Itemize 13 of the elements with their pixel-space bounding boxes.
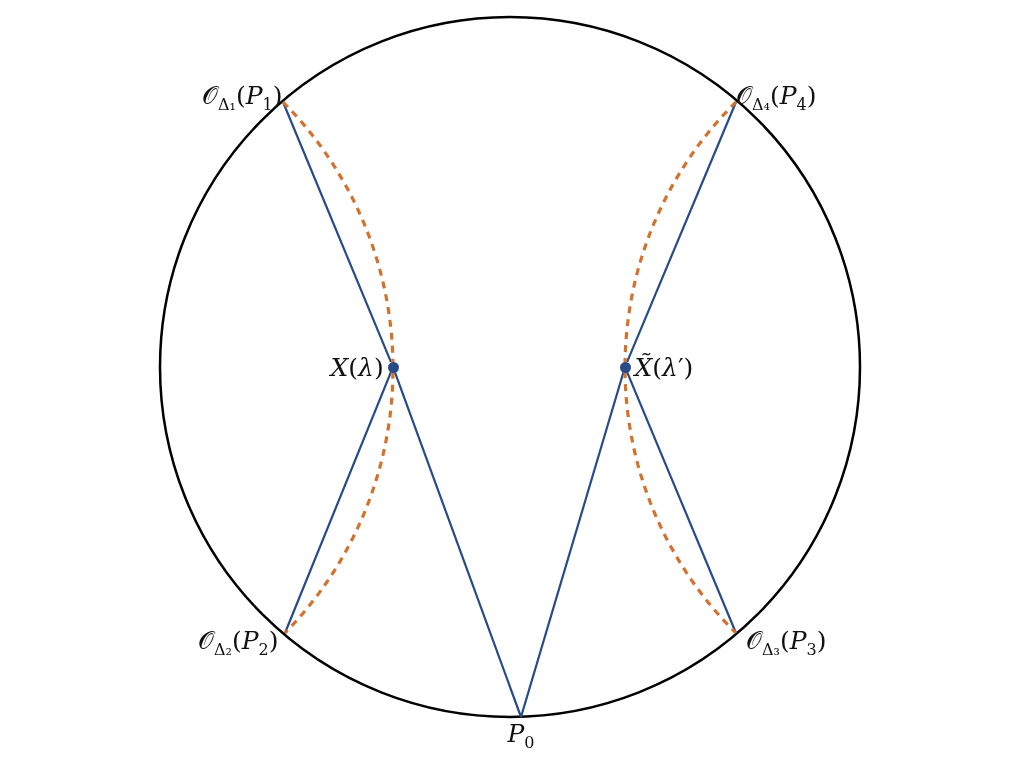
dashed-curve [281,100,395,635]
point-label: 𝒪$_{Δ₂}$(P$_{2}$) [198,628,279,658]
line-segment [393,371,523,718]
point-label: 𝒪$_{Δ₁}$(P$_{1}$) [202,83,283,113]
point-label: X(λ) [330,354,384,380]
line-segment [626,101,737,363]
point-label: X̃(λ′) [634,354,694,380]
line-segment [626,371,737,634]
line-segment [519,371,625,718]
point-label: 𝒪$_{Δ₃}$(P$_{3}$) [746,628,827,658]
point-label: P$_{0}$ [507,721,535,751]
point-label: 𝒪$_{Δ₄}$(P$_{4}$) [736,83,817,113]
dashed-curve [623,100,738,635]
